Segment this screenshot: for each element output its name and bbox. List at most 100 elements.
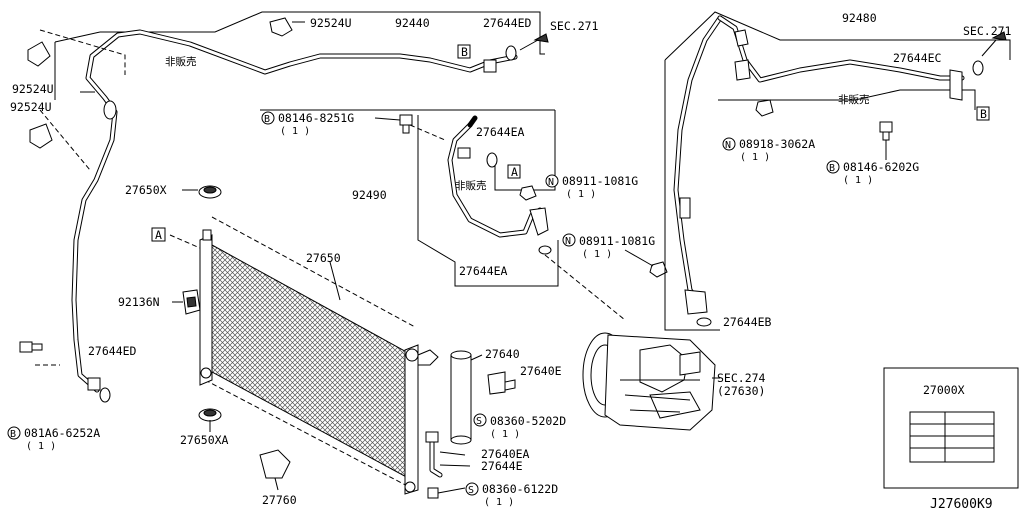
label-27644ed-bottom: 27644ED xyxy=(88,344,137,358)
label-92524u-left-1: 92524U xyxy=(12,82,54,96)
box-a-mid xyxy=(507,164,521,179)
label-sec271-right: SEC.271 xyxy=(963,24,1012,38)
label-27640e: 27640E xyxy=(520,364,562,378)
label-08918-3062a-qty: ( 1 ) xyxy=(740,152,770,163)
screw-symbol-08360-5202d xyxy=(473,413,487,427)
label-27644ec: 27644EC xyxy=(893,51,942,65)
hose-bracket-92440 xyxy=(103,100,117,120)
label-27650xa: 27650XA xyxy=(180,433,229,447)
screw-08360-6122d xyxy=(427,487,466,499)
labels: 92524U 92440 27644ED SEC.271 B 非販売 92524… xyxy=(7,11,1012,512)
o-ring-27644ea-top xyxy=(486,152,498,168)
label-081a6-6252a-qty: ( 1 ) xyxy=(26,441,56,452)
label-08146-6202g: 08146-6202G xyxy=(843,160,919,174)
mount-rubber-27650x xyxy=(182,185,222,199)
nut-08918-3062a xyxy=(755,99,774,117)
screw-symbol-08360-6122d-letter: S xyxy=(468,485,474,496)
screw-symbol-08360-5202d-letter: S xyxy=(476,416,482,427)
nut-symbol-08918 xyxy=(722,137,736,151)
label-92524u-left-2: 92524U xyxy=(10,100,52,114)
label-92136n: 92136N xyxy=(118,295,160,309)
o-ring-27644ea-bottom xyxy=(538,245,552,255)
bolt-symbol-081a6 xyxy=(7,426,21,440)
mount-rubber-27650xa xyxy=(198,408,222,432)
label-08911-1081g-a-qty: ( 1 ) xyxy=(566,189,596,200)
label-92480: 92480 xyxy=(842,11,877,25)
box-b-right xyxy=(976,106,990,121)
label-27650: 27650 xyxy=(306,251,341,265)
o-ring-27644ed-bottom xyxy=(99,387,111,403)
not-for-sale-right: 非販売 xyxy=(838,93,870,106)
clip-92524u-left-2 xyxy=(29,123,53,149)
label-08918-3062a: 08918-3062A xyxy=(739,137,815,151)
hose-end-fitting xyxy=(87,377,101,391)
bolt-symbol-08146-6202g xyxy=(826,160,840,174)
box-b-left xyxy=(457,44,471,59)
hose-92440-group xyxy=(35,11,555,403)
diagram-code: J27600K9 xyxy=(930,497,993,512)
nut-symbol-08911-a-letter: N xyxy=(548,177,554,188)
o-ring-27644ed-top xyxy=(505,45,517,61)
label-08360-6122d-qty: ( 1 ) xyxy=(484,497,514,508)
box-b-right-letter: B xyxy=(980,107,987,121)
label-08911-1081g-a: 08911-1081G xyxy=(562,174,638,188)
bolt-08146-8251g xyxy=(374,114,413,134)
nut-08911-1081g-b xyxy=(624,249,668,278)
label-27644e: 27644E xyxy=(481,459,523,473)
o-ring-27644eb xyxy=(696,317,712,327)
sensor-27760 xyxy=(259,449,291,491)
nut-symbol-08911-b xyxy=(562,233,576,247)
screw-symbol-08360-6122d xyxy=(465,482,479,496)
hose-fitting-92490-bottom xyxy=(529,207,549,236)
bolt-symbol-08146-8251g xyxy=(261,111,275,125)
sec271-right-arrow xyxy=(991,31,1007,41)
bolt-symbol-08146-8251g-letter: B xyxy=(264,114,270,125)
label-27760: 27760 xyxy=(262,493,297,507)
bolt-08146-6202g xyxy=(879,121,893,160)
label-08360-5202d-qty: ( 1 ) xyxy=(490,429,520,440)
hose-fitting-92480-bottom xyxy=(684,289,708,315)
nut-symbol-08918-letter: N xyxy=(725,140,731,151)
hose-fitting-92440 xyxy=(483,59,497,73)
label-27640: 27640 xyxy=(485,347,520,361)
sec271-left-arrow xyxy=(519,33,549,51)
label-08146-8251g-qty: ( 1 ) xyxy=(280,126,310,137)
hose-fitting-92490-top xyxy=(457,147,471,159)
hose-fitting-92480-end xyxy=(949,69,963,101)
bolt-symbol-081a6-letter: B xyxy=(10,429,16,440)
clip-92524u-left-1 xyxy=(27,41,51,67)
label-27644ed-top: 27644ED xyxy=(483,16,532,30)
label-27644eb: 27644EB xyxy=(723,315,772,329)
label-08911-1081g-b-qty: ( 1 ) xyxy=(582,249,612,260)
bolt-081a6-6252a xyxy=(19,341,43,353)
nut-symbol-08911-b-letter: N xyxy=(565,236,571,247)
label-27644ea-top: 27644EA xyxy=(476,125,525,139)
hose-92480-group xyxy=(664,11,1011,331)
bracket-27640e xyxy=(487,371,516,395)
label-27650x: 27650X xyxy=(125,183,167,197)
hose-clamp-92480 xyxy=(679,197,691,219)
label-92524u-top: 92524U xyxy=(310,16,352,30)
condenser-27650 xyxy=(169,216,439,495)
o-ring-27644ec xyxy=(972,60,984,76)
box-b-left-letter: B xyxy=(461,45,468,59)
label-08146-8251g: 08146-8251G xyxy=(278,111,354,125)
label-box-27000x xyxy=(883,367,1019,489)
nut-symbol-08911-a xyxy=(545,174,559,188)
label-sec274-sub: (27630) xyxy=(717,384,765,398)
box-a-left-letter: A xyxy=(155,228,162,242)
not-for-sale-mid: 非販売 xyxy=(455,179,487,192)
label-27000x: 27000X xyxy=(923,383,965,397)
clip-92524u-top xyxy=(269,17,305,37)
compressor-sec274 xyxy=(582,332,720,431)
bracket-92136n xyxy=(172,289,201,315)
fittings-27640ea-27644e xyxy=(425,431,471,478)
box-a-left xyxy=(151,227,166,242)
not-for-sale-left: 非販売 xyxy=(165,55,197,68)
hose-bracket-92480 xyxy=(734,59,751,81)
label-08146-6202g-qty: ( 1 ) xyxy=(843,175,873,186)
label-92440: 92440 xyxy=(395,16,430,30)
label-sec274: SEC.274 xyxy=(717,371,766,385)
label-081a6-6252a: 081A6-6252A xyxy=(24,426,100,440)
